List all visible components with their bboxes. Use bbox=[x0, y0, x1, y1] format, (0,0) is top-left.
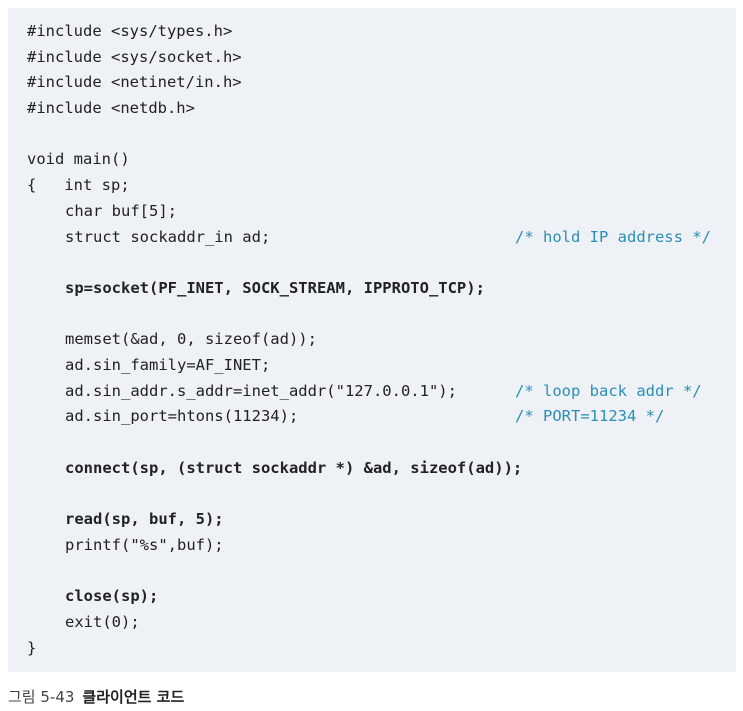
code-line: exit(0); bbox=[27, 610, 727, 636]
blank-line bbox=[27, 430, 727, 456]
code-line: #include <netinet/in.h> bbox=[27, 70, 727, 96]
figure-caption: 그림 5-43 클라이언트 코드 bbox=[8, 686, 184, 707]
code-line: read(sp, buf, 5); bbox=[27, 507, 727, 533]
code-text: read(sp, buf, 5); bbox=[65, 510, 224, 529]
code-text: } bbox=[27, 638, 37, 657]
blank-line bbox=[27, 302, 727, 328]
code-line: #include <netdb.h> bbox=[27, 96, 727, 122]
code-text: connect(sp, (struct sockaddr *) &ad, siz… bbox=[65, 458, 523, 477]
code-text: memset(&ad, 0, sizeof(ad)); bbox=[65, 330, 317, 349]
code-line: connect(sp, (struct sockaddr *) &ad, siz… bbox=[27, 456, 727, 482]
code-line: } bbox=[27, 636, 727, 662]
code-lines: #include <sys/types.h> #include <sys/soc… bbox=[27, 19, 727, 661]
code-text: #include <sys/socket.h> bbox=[27, 47, 242, 66]
code-line: ad.sin_addr.s_addr=inet_addr("127.0.0.1"… bbox=[27, 379, 727, 405]
code-text: printf("%s",buf); bbox=[65, 535, 224, 554]
code-line: printf("%s",buf); bbox=[27, 533, 727, 559]
blank-line bbox=[27, 250, 727, 276]
code-text: #include <netinet/in.h> bbox=[27, 73, 242, 92]
blank-line bbox=[27, 122, 727, 148]
code-text: close(sp); bbox=[65, 587, 159, 606]
code-text: struct sockaddr_in ad; bbox=[65, 227, 271, 246]
code-text: #include <netdb.h> bbox=[27, 99, 195, 118]
code-line: #include <sys/types.h> bbox=[27, 19, 727, 45]
code-line: memset(&ad, 0, sizeof(ad)); bbox=[27, 327, 727, 353]
code-text: ad.sin_port=htons(11234); bbox=[65, 407, 299, 426]
code-comment: /* hold IP address */ bbox=[515, 227, 711, 246]
code-listing: #include <sys/types.h> #include <sys/soc… bbox=[8, 8, 736, 672]
code-text: char buf[5]; bbox=[65, 201, 177, 220]
code-line: struct sockaddr_in ad; /* hold IP address… bbox=[27, 225, 727, 251]
figure-title: 클라이언트 코드 bbox=[82, 688, 185, 706]
code-line: { int sp; bbox=[27, 173, 727, 199]
code-text: sp=socket(PF_INET, SOCK_STREAM, IPPROTO_… bbox=[65, 278, 485, 297]
code-line: void main() bbox=[27, 147, 727, 173]
code-line: ad.sin_family=AF_INET; bbox=[27, 353, 727, 379]
code-text: void main() bbox=[27, 150, 130, 169]
code-line: sp=socket(PF_INET, SOCK_STREAM, IPPROTO_… bbox=[27, 276, 727, 302]
code-line: close(sp); bbox=[27, 584, 727, 610]
code-text: ad.sin_family=AF_INET; bbox=[65, 355, 271, 374]
code-text: ad.sin_addr.s_addr=inet_addr("127.0.0.1"… bbox=[65, 381, 457, 400]
code-line: ad.sin_port=htons(11234); /* PORT=11234 *… bbox=[27, 404, 727, 430]
code-line: char buf[5]; bbox=[27, 199, 727, 225]
code-text: { int sp; bbox=[27, 176, 130, 195]
code-comment: /* PORT=11234 */ bbox=[515, 407, 665, 426]
code-text: exit(0); bbox=[65, 612, 140, 631]
code-comment: /* loop back addr */ bbox=[515, 381, 702, 400]
blank-line bbox=[27, 481, 727, 507]
figure-number: 그림 5-43 bbox=[8, 688, 75, 706]
code-line: #include <sys/socket.h> bbox=[27, 45, 727, 71]
code-text: #include <sys/types.h> bbox=[27, 22, 233, 40]
blank-line bbox=[27, 558, 727, 584]
